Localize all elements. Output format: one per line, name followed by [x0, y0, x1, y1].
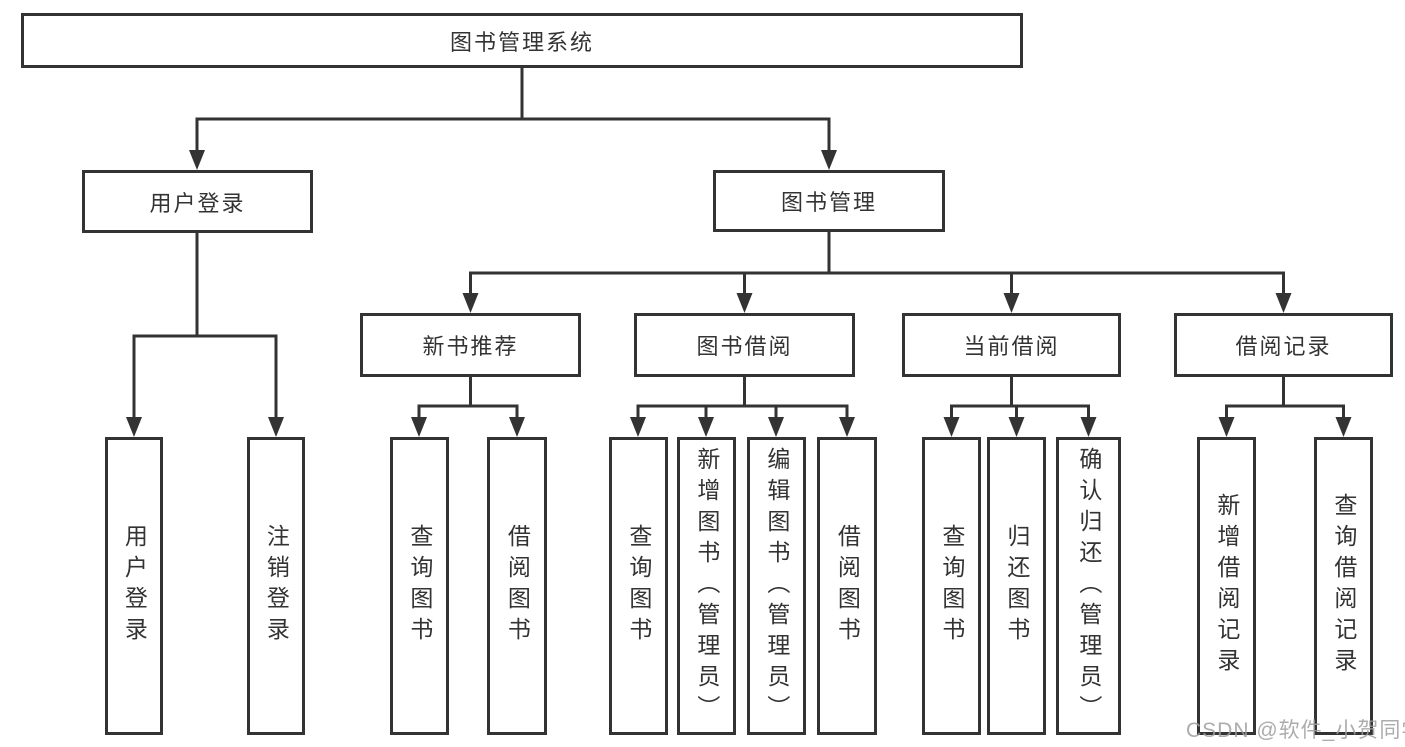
leaf-new-borrow-record-label: 新增借阅记录: [1213, 493, 1240, 679]
leaf-confirm-return-admin-label: 确认归还（管理员）: [1075, 446, 1102, 726]
leaf-query-borrow-record: 查询借阅记录: [1314, 437, 1373, 735]
arrowhead: [698, 417, 714, 437]
arrowhead: [1275, 293, 1292, 313]
arrowhead: [768, 417, 784, 437]
leaf-confirm-return-admin: 确认归还（管理员）: [1056, 437, 1121, 735]
arrowhead: [1003, 293, 1020, 313]
leaf-borrow-books-1: 借阅图书: [487, 437, 547, 735]
leaf-user-login-label: 用户登录: [121, 524, 148, 648]
leaf-edit-book-admin-label: 编辑图书（管理员）: [763, 446, 790, 726]
leaf-return-books-label: 归还图书: [1003, 524, 1030, 648]
node-current-borrowing-label: 当前借阅: [963, 334, 1060, 359]
arrowhead-group: [126, 150, 1352, 437]
leaf-query-books-3-label: 查询图书: [938, 524, 965, 648]
arrowhead: [411, 417, 427, 437]
leaf-add-book-admin-label: 新增图书（管理员）: [693, 446, 720, 726]
leaf-add-book-admin: 新增图书（管理员）: [677, 437, 736, 735]
arrowhead: [1218, 417, 1235, 437]
leaf-query-borrow-record-label: 查询借阅记录: [1330, 493, 1357, 679]
arrowhead: [1080, 417, 1097, 437]
arrowhead: [1335, 417, 1352, 437]
node-current-borrowing: 当前借阅: [902, 313, 1121, 377]
node-borrowing-records-label: 借阅记录: [1235, 334, 1332, 359]
node-book-management: 图书管理: [713, 170, 945, 232]
leaf-borrow-books-1-label: 借阅图书: [504, 524, 531, 648]
arrowhead: [268, 417, 284, 437]
node-book-borrowing-label: 图书借阅: [696, 334, 793, 359]
arrowhead: [509, 417, 525, 437]
node-root: 图书管理系统: [21, 13, 1023, 68]
node-root-label: 图书管理系统: [449, 29, 594, 55]
arrowhead: [189, 150, 205, 170]
leaf-return-books: 归还图书: [987, 437, 1046, 735]
leaf-borrow-books-2: 借阅图书: [817, 437, 877, 735]
leaf-query-books-1-label: 查询图书: [406, 524, 433, 648]
leaf-user-login: 用户登录: [105, 437, 163, 735]
arrowhead: [943, 417, 960, 437]
leaf-new-borrow-record: 新增借阅记录: [1197, 437, 1256, 735]
node-user-login-label: 用户登录: [149, 190, 246, 216]
node-user-login: 用户登录: [82, 170, 313, 233]
leaf-logout-label: 注销登录: [263, 524, 290, 648]
arrowhead: [126, 417, 142, 437]
arrowhead: [462, 293, 479, 313]
leaf-query-books-1: 查询图书: [390, 437, 449, 735]
leaf-query-books-3: 查询图书: [922, 437, 981, 735]
arrowhead: [1008, 417, 1025, 437]
arrowhead: [630, 417, 646, 437]
leaf-logout: 注销登录: [247, 437, 305, 735]
arrowhead: [736, 293, 753, 313]
node-new-book-recommendation-label: 新书推荐: [422, 334, 519, 359]
csdn-watermark: CSDN @软件_小贺同学: [1186, 719, 1405, 742]
node-borrowing-records: 借阅记录: [1174, 313, 1393, 377]
arrowhead: [821, 150, 837, 170]
arrowhead: [839, 417, 855, 437]
leaf-borrow-books-2-label: 借阅图书: [834, 524, 861, 648]
node-book-borrowing: 图书借阅: [634, 313, 855, 377]
node-book-management-label: 图书管理: [780, 190, 877, 215]
leaf-edit-book-admin: 编辑图书（管理员）: [747, 437, 806, 735]
node-new-book-recommendation: 新书推荐: [360, 313, 581, 377]
leaf-query-books-2: 查询图书: [609, 437, 668, 735]
leaf-query-books-2-label: 查询图书: [625, 524, 652, 648]
